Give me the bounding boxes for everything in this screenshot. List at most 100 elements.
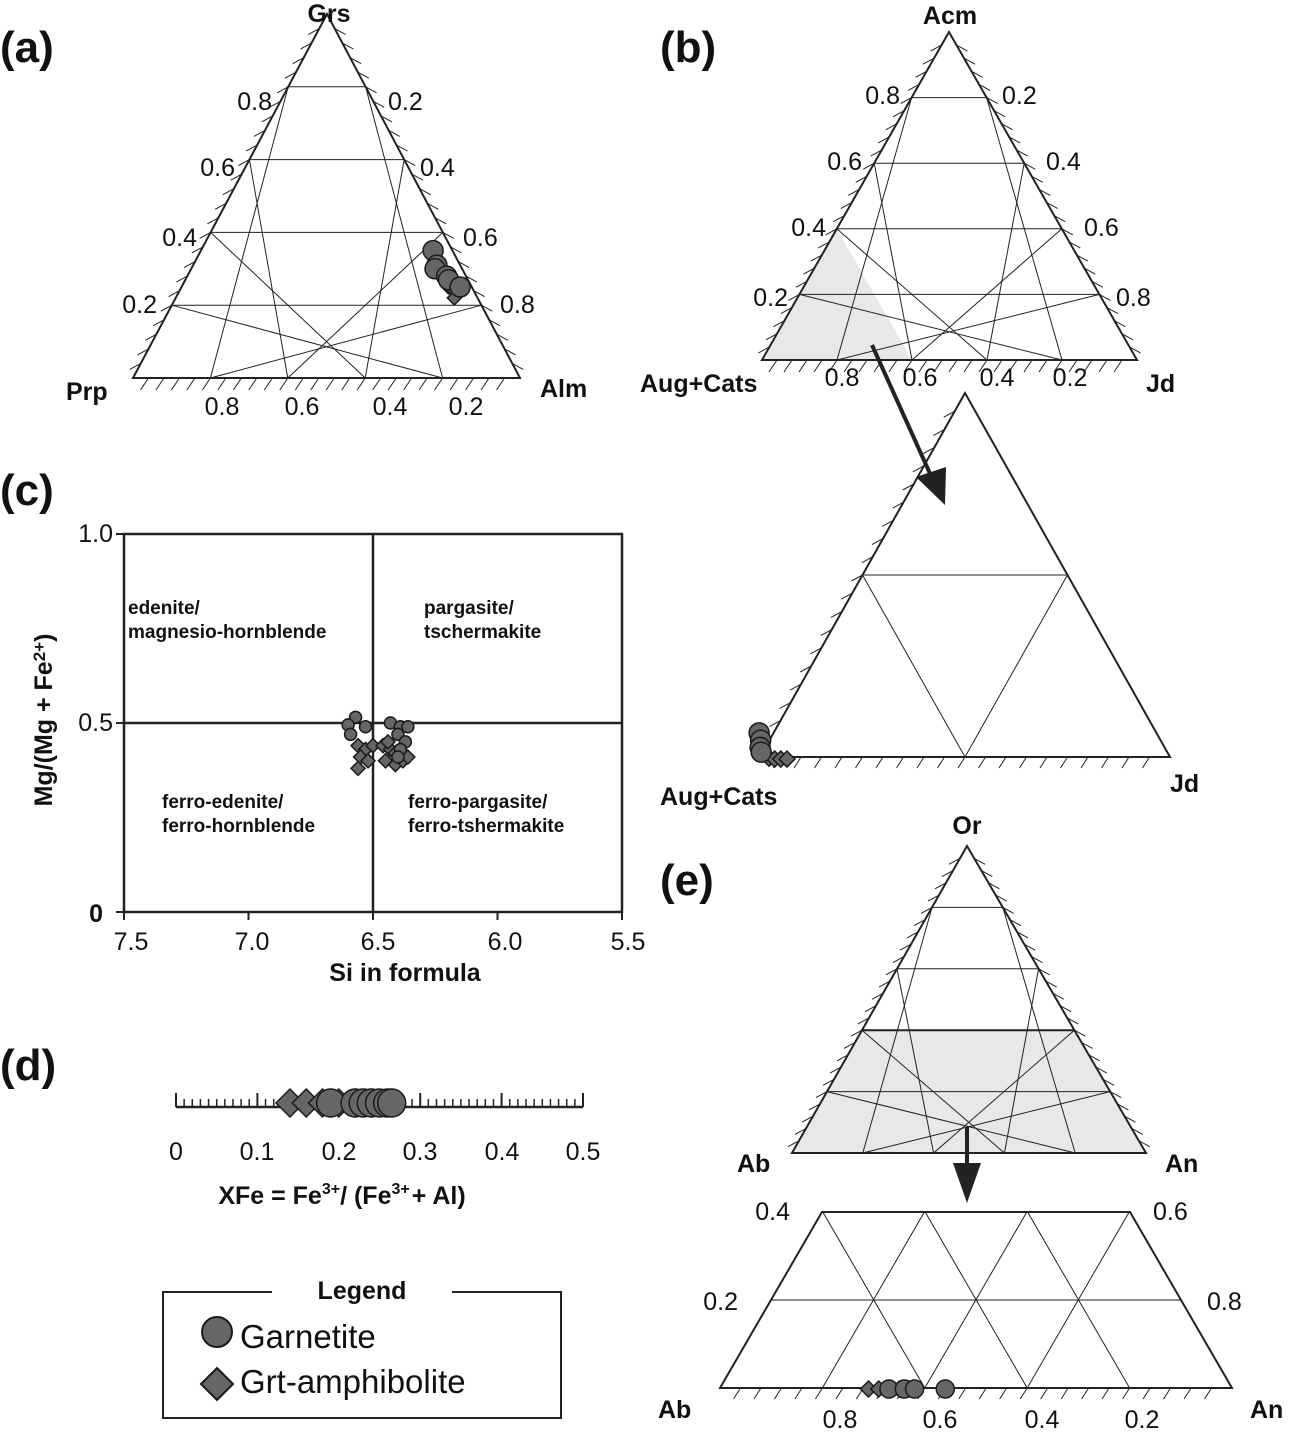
a-edge-tick <box>155 377 165 391</box>
e-zoom-edge-tick <box>1142 1387 1151 1400</box>
e-zoom-left-tick: 0.4 <box>755 1198 790 1226</box>
e-edge-tick <box>1067 1017 1079 1025</box>
b-zoom-edge-tick <box>1019 756 1027 769</box>
b-zoom-edge-tick <box>1121 756 1130 769</box>
a-edge-tick <box>434 377 444 391</box>
legend-title-gap <box>272 1280 452 1304</box>
b-bottom-tick: 0.2 <box>1053 364 1088 392</box>
b-zoom-edge-tick <box>1101 756 1109 769</box>
b-left-tick: 0.6 <box>827 148 862 176</box>
b-edge-tick <box>877 136 890 144</box>
b-edge-tick <box>918 359 928 373</box>
b-edge-tick <box>840 202 852 209</box>
a-edge-tick <box>442 231 455 239</box>
a-grid-line <box>248 159 289 379</box>
b-edge-tick <box>986 97 998 105</box>
b-edge-tick <box>1031 175 1043 183</box>
b-edge-tick <box>783 359 793 373</box>
a-edge-tick <box>292 57 304 65</box>
a-edge-tick <box>294 377 304 391</box>
e-zoom-bottom-tick: 0.8 <box>823 1406 858 1433</box>
e-zoom-vertex-left: Ab <box>658 1396 691 1424</box>
e-edge-tick <box>892 956 905 963</box>
c-region-label: edenite/magnesio-hornblende <box>128 598 326 643</box>
e-edge-tick <box>1016 931 1029 939</box>
e-edge-tick <box>1052 992 1065 1000</box>
c-x-tick: 7.0 <box>235 928 270 956</box>
b-grid-line <box>986 163 1025 361</box>
e-edge-tick <box>1002 906 1015 914</box>
b-zoom-edge-tick <box>834 756 843 769</box>
b-edge-tick <box>758 346 770 354</box>
b-zoom-edge-tick <box>916 756 925 769</box>
e-edge-tick <box>913 919 926 927</box>
b-edge-tick <box>1046 202 1058 209</box>
b-edge-tick <box>870 149 882 157</box>
b-edge-tick <box>773 320 785 328</box>
c-x-tick: 5.5 <box>611 928 646 956</box>
a-edge-tick <box>496 333 509 341</box>
a-vertex-left: Prp <box>66 378 108 406</box>
a-edge-tick <box>276 86 289 94</box>
b-bottom-tick: 0.4 <box>980 364 1015 392</box>
b-edge-tick <box>858 359 868 373</box>
b-edge-tick <box>1038 359 1048 373</box>
a-edge-tick <box>372 377 382 391</box>
b-right-tick: 0.8 <box>1116 284 1151 312</box>
b-edge-tick <box>948 359 958 373</box>
c-data-point-circle <box>401 720 415 734</box>
b-edge-tick <box>971 70 983 78</box>
a-edge-tick <box>418 377 428 391</box>
e-edge-tick <box>906 931 919 939</box>
a-edge-tick <box>171 377 180 391</box>
e-edge-tick <box>1117 1103 1129 1111</box>
panel-label-c: (c) <box>0 466 54 515</box>
c-data-point-circle <box>391 750 405 764</box>
e-zoom-arrowhead <box>953 1163 981 1203</box>
a-edge-tick <box>403 377 413 391</box>
a-edge-tick <box>373 100 385 108</box>
b-edge-tick <box>993 359 1003 373</box>
a-edge-tick <box>207 217 219 225</box>
b-edge-tick <box>855 175 867 183</box>
a-edge-tick <box>427 202 439 210</box>
a-edge-tick <box>504 348 516 356</box>
e-edge-tick <box>934 882 947 890</box>
a-edge-tick <box>341 377 351 391</box>
e-edge-tick <box>941 870 954 877</box>
c-y-tick: 0 <box>89 900 103 928</box>
b-edge-tick <box>1061 228 1074 236</box>
b-grid-line <box>911 228 1063 361</box>
b-edge-tick <box>1001 123 1013 131</box>
c-y-tick: 1.0 <box>78 520 113 548</box>
e-edge-tick <box>878 980 891 988</box>
a-edge-tick <box>232 377 242 391</box>
a-edge-tick <box>201 377 211 391</box>
a-right-tick: 0.6 <box>463 224 498 252</box>
d-x-tick: 0.4 <box>485 1138 520 1166</box>
b-zoom-edge-tick <box>779 701 791 709</box>
e-zoom-edge-tick <box>1163 1387 1171 1400</box>
b-edge-tick <box>963 57 976 65</box>
e-edge-tick <box>927 894 940 902</box>
b-edge-tick <box>1083 359 1093 373</box>
panel-label-a: (a) <box>0 23 54 72</box>
b-zoom-edge-tick <box>1142 756 1150 769</box>
e-edge-tick <box>920 906 933 914</box>
e-zoom-edge-tick <box>733 1387 741 1400</box>
b-edge-tick <box>1068 359 1078 373</box>
d-x-tick: 0 <box>169 1138 183 1166</box>
a-edge-tick <box>145 333 157 341</box>
legend-item-label: Garnetite <box>240 1318 376 1355</box>
a-edge-tick <box>310 377 320 391</box>
a-bottom-tick: 0.6 <box>285 393 320 421</box>
b-zoom-arrow <box>870 344 934 479</box>
a-vertex-right: Alm <box>540 375 587 403</box>
e-edge-tick <box>1038 968 1050 976</box>
b-zoom-edge-tick <box>1080 756 1089 769</box>
a-edge-tick <box>349 57 362 65</box>
e-edge-tick <box>1059 1005 1072 1013</box>
b-edge-tick <box>813 359 823 373</box>
a-edge-tick <box>334 28 346 35</box>
